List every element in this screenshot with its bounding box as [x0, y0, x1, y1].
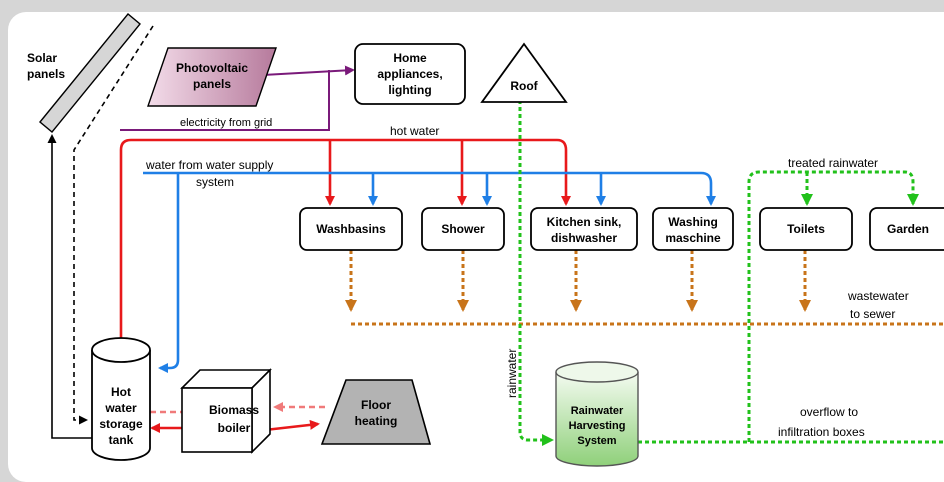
cold-water-to-tank-line: [158, 173, 180, 373]
garden-box: Garden: [869, 207, 944, 251]
solar-panels-label-2: panels: [27, 67, 65, 81]
solar-panels-label-1: Solar: [27, 51, 57, 65]
floor-label-1: Floor: [361, 398, 391, 412]
floor-label-2: heating: [355, 414, 398, 428]
washbasins-label: Washbasins: [316, 222, 386, 236]
boiler-label-1: Biomass: [209, 403, 259, 417]
washing-label-2: maschine: [665, 231, 721, 245]
pv-label-1: Photovoltaic: [176, 61, 248, 75]
overflow-label-2: infiltration boxes: [778, 425, 865, 439]
floor-heating: Floor heating: [320, 379, 432, 445]
rwh-label-1: Rainwater: [571, 405, 624, 417]
washbasins-box: Washbasins: [299, 207, 403, 251]
toilets-label: Toilets: [787, 222, 825, 236]
wastewater-lines: [345, 250, 944, 326]
shower-label: Shower: [441, 222, 485, 236]
solar-return-line: [47, 134, 92, 439]
rainwater-vertical-label: rainwater: [505, 349, 519, 398]
kitchen-box: Kitchen sink, dishwasher: [530, 207, 638, 251]
home-appliances-label-3: lighting: [388, 83, 431, 97]
kitchen-label-1: Kitchen sink,: [547, 215, 622, 229]
kitchen-label-2: dishwasher: [551, 231, 617, 245]
treated-rainwater-label: treated rainwater: [788, 156, 878, 170]
solar-supply-line: [73, 25, 154, 425]
overflow-label-1: overflow to: [800, 405, 858, 419]
tank-label-1: Hot: [111, 385, 131, 399]
roof-label: Roof: [510, 79, 538, 93]
shower-box: Shower: [421, 207, 505, 251]
toilets-box: Toilets: [759, 207, 853, 251]
boiler-to-floor-supply: [264, 419, 320, 432]
tank-label-4: tank: [109, 433, 134, 447]
tank-label-2: water: [104, 401, 137, 415]
grid-electricity-line: [120, 70, 330, 131]
home-appliances-label-1: Home: [393, 51, 427, 65]
water-supply-label-2: system: [196, 175, 234, 189]
water-supply-label-1: water from water supply: [145, 158, 273, 172]
pv-label-2: panels: [193, 77, 231, 91]
washing-label-1: Washing: [668, 215, 718, 229]
tank-label-3: storage: [99, 417, 143, 431]
photovoltaic-panels: Photovoltaic panels: [147, 47, 277, 107]
solar-panels: Solar panels: [27, 13, 141, 133]
hot-water-storage-tank: Hot water storage tank: [91, 337, 151, 461]
garden-label: Garden: [887, 222, 929, 236]
roof-triangle: Roof: [480, 42, 568, 103]
rwh-label-2: Harvesting: [569, 420, 626, 432]
electricity-from-grid-label: electricity from grid: [180, 117, 272, 129]
rwh-label-3: System: [577, 435, 616, 447]
boiler-label-2: boiler: [218, 421, 251, 435]
cold-water-main-line: [143, 171, 716, 206]
rainwater-lines: [518, 100, 944, 446]
biomass-boiler: Biomass boiler: [180, 368, 272, 454]
home-appliances-label-2: appliances,: [377, 67, 442, 81]
wastewater-label-2: to sewer: [850, 307, 895, 321]
washing-machine-box: Washing maschine: [652, 207, 734, 251]
home-appliances-box: Home appliances, lighting: [354, 43, 466, 105]
rainwater-harvesting-system: Rainwater Harvesting System: [555, 361, 639, 467]
wastewater-label-1: wastewater: [847, 289, 909, 303]
hot-water-label: hot water: [390, 124, 439, 138]
hot-water-main-line: [119, 138, 571, 338]
